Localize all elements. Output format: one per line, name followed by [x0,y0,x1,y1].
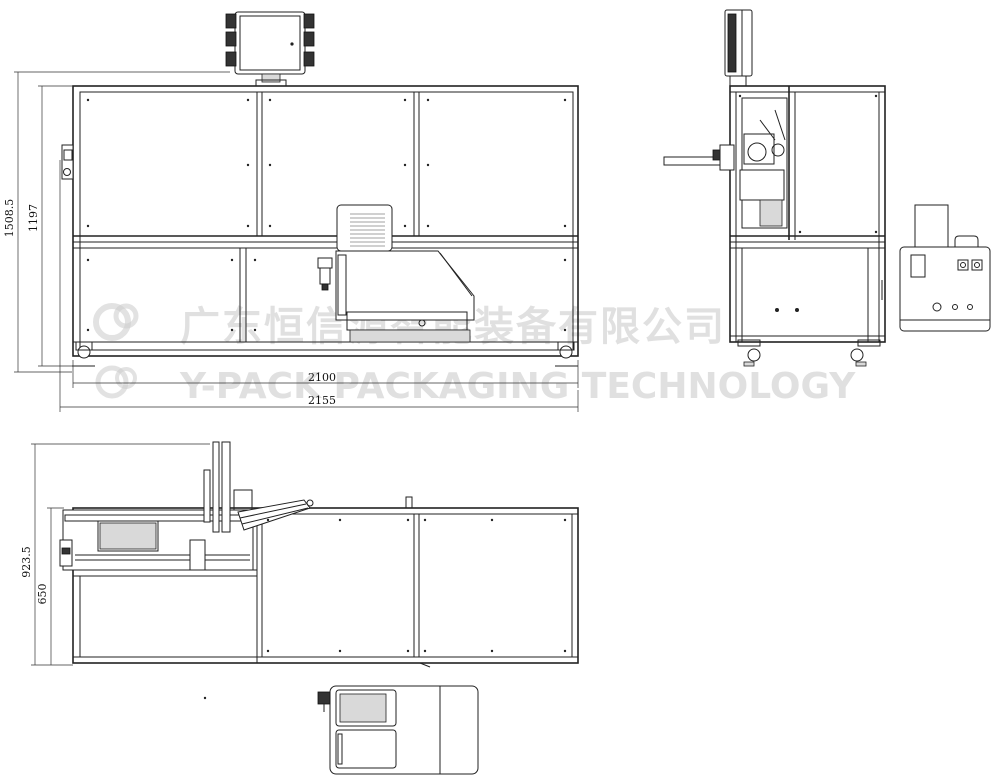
top-conveyor [59,509,254,571]
dim-923-5: 923.5 [20,546,33,578]
front-view: 1508.5 1197 2100 2155 [3,11,579,412]
side-wheels [737,339,881,367]
dim-650: 650 [36,584,49,605]
side-frame [729,85,886,343]
top-vertical-guides [189,441,253,571]
front-feet [72,341,578,367]
watermark-logo-2 [95,365,137,399]
side-regulator [61,144,74,180]
dim-2100: 2100 [308,371,336,384]
side-mechanism [739,97,788,229]
main-unit [335,204,475,343]
auxiliary-cabinet [899,204,991,332]
dim-2155: 2155 [308,394,336,407]
side-view [663,9,991,367]
front-frame [72,85,579,357]
watermark-company-en: Y-PACK PACKAGING TECHNOLOGY [179,366,856,407]
top-frame [72,507,579,664]
top-angled-arm [237,499,314,531]
dim-1197: 1197 [27,204,40,232]
dim-1508-5: 1508.5 [3,199,16,238]
side-slide-rod [663,144,735,171]
electrical-box [225,11,315,87]
top-view: 923.5 650 [20,441,579,700]
side-electrical-box [724,9,753,87]
filter-regulator [317,257,333,291]
watermark-logo [93,303,139,341]
bottom-plan-view [317,685,479,775]
